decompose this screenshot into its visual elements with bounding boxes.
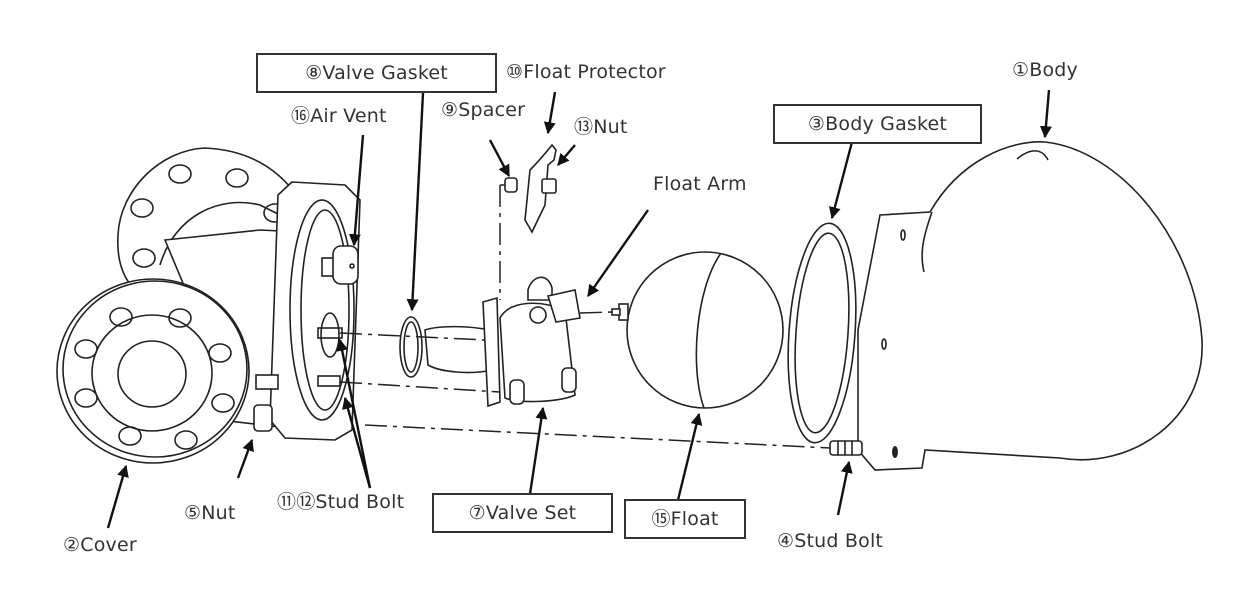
label-spacer: ⑨Spacer [441,99,526,121]
cover-front-flange [56,278,250,464]
stud-bolts-11-12-part [317,312,343,387]
leader-air-vent [348,134,365,247]
label-body-gasket: ③Body Gasket [773,104,982,144]
label-nut-13: ⑬Nut [574,116,628,138]
label-valve-gasket: ⑧Valve Gasket [256,53,497,93]
float-protector-part [524,143,557,234]
label-float: ⑮Float [624,499,746,539]
body-part [857,141,1203,471]
label-valve-set: ⑦Valve Set [432,493,613,533]
body-gasket-part [787,222,857,444]
label-body: ①Body [1012,59,1078,81]
assembly-center-lines [339,184,831,449]
label-air-vent: ⑯Air Vent [291,105,387,127]
label-body-gasket-text: ③Body Gasket [807,112,948,135]
leader-stud-bolt-4 [836,460,853,516]
valve-set-part [424,276,581,408]
label-float-protector: ⑩Float Protector [506,61,666,83]
label-stud-bolt-11-12: ⑪⑫Stud Bolt [277,491,405,513]
label-float-arm: Float Arm [653,173,747,195]
label-float-text: ⑮Float [651,507,719,530]
label-nut-5: ⑤Nut [184,502,236,524]
stud-bolt-4-part [829,440,863,456]
spacer-part [504,177,518,193]
leader-float-arm [587,209,649,297]
label-cover: ②Cover [63,534,137,556]
leader-cover [106,464,129,529]
label-valve-set-text: ⑦Valve Set [468,501,577,524]
leader-spacer [488,139,511,178]
label-stud-bolt-4: ④Stud Bolt [777,530,884,552]
leader-stud-bolt-11 [336,338,372,489]
air-vent-part [321,245,359,285]
leader-nut-13 [557,144,576,166]
leader-lines [106,89,1052,529]
leader-float-protector [543,91,557,135]
cover-part [56,147,361,464]
valve-gasket-part [399,316,423,378]
nut-13-part [541,178,557,194]
leader-body [1039,89,1052,139]
label-valve-gasket-text: ⑧Valve Gasket [305,61,448,84]
leader-stud-bolt-12 [342,396,372,489]
leader-body-gasket [828,141,854,220]
leader-nut-5 [236,438,254,479]
leader-valve-set [528,406,548,495]
nut-5-part [253,374,279,432]
leader-float [676,412,703,501]
leader-valve-gasket [406,92,425,312]
float-part [611,251,784,409]
